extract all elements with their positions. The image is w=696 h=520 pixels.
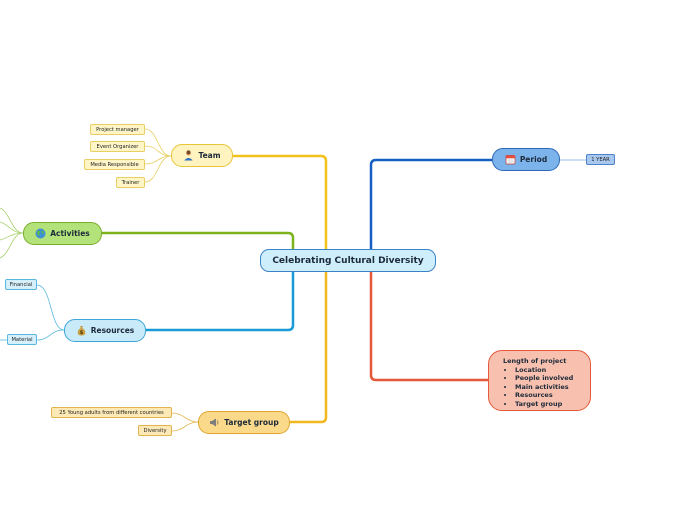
list-item: Target group bbox=[515, 400, 582, 409]
calendar-icon bbox=[505, 154, 516, 165]
globe-icon bbox=[35, 228, 46, 239]
project-length-list: Location People involved Main activities… bbox=[503, 366, 582, 409]
root-topic-label: Celebrating Cultural Diversity bbox=[272, 255, 424, 266]
root-topic[interactable]: Celebrating Cultural Diversity bbox=[260, 249, 436, 272]
person-icon bbox=[183, 150, 194, 161]
resources-connector bbox=[146, 260, 295, 332]
resources-topic-label: Resources bbox=[90, 326, 135, 335]
list-item: People involved bbox=[515, 374, 582, 383]
team-item-trainer[interactable]: Trainer bbox=[116, 177, 145, 188]
activities-topic[interactable]: Activities bbox=[23, 222, 102, 245]
note-connector bbox=[369, 260, 488, 382]
list-item: Main activities bbox=[515, 383, 582, 392]
resources-item-material[interactable]: Material bbox=[7, 334, 37, 345]
team-item-project-manager[interactable]: Project manager bbox=[90, 124, 145, 135]
team-item-event-organizer[interactable]: Event Organizer bbox=[90, 141, 145, 152]
money-bag-icon: $ bbox=[76, 325, 87, 336]
target-group-topic-label: Target group bbox=[224, 418, 279, 427]
project-length-topic[interactable]: Length of project Location People involv… bbox=[488, 350, 591, 411]
list-item: Location bbox=[515, 366, 582, 375]
team-connector bbox=[233, 154, 328, 260]
period-item-duration[interactable]: 1 YEAR bbox=[586, 154, 615, 165]
period-connector bbox=[369, 158, 492, 260]
team-topic[interactable]: Team bbox=[171, 144, 233, 167]
resources-item-financial[interactable]: Financial bbox=[5, 279, 37, 290]
period-topic-label: Period bbox=[519, 155, 548, 164]
team-topic-label: Team bbox=[198, 151, 221, 160]
activities-topic-label: Activities bbox=[50, 229, 90, 238]
target-group-topic[interactable]: Target group bbox=[198, 411, 290, 434]
megaphone-icon bbox=[209, 417, 220, 428]
target-group-connector bbox=[290, 260, 328, 424]
target-group-item-diversity[interactable]: Diversity bbox=[138, 425, 172, 436]
svg-text:$: $ bbox=[79, 330, 83, 336]
resources-topic[interactable]: $ Resources bbox=[64, 319, 146, 342]
team-item-media-responsible[interactable]: Media Responsible bbox=[84, 159, 145, 170]
target-group-item-young-adults[interactable]: 25 Young adults from different countries bbox=[51, 407, 172, 418]
project-length-title: Length of project bbox=[503, 357, 567, 365]
period-topic[interactable]: Period bbox=[492, 148, 560, 171]
activities-connector bbox=[102, 231, 295, 260]
list-item: Resources bbox=[515, 391, 582, 400]
